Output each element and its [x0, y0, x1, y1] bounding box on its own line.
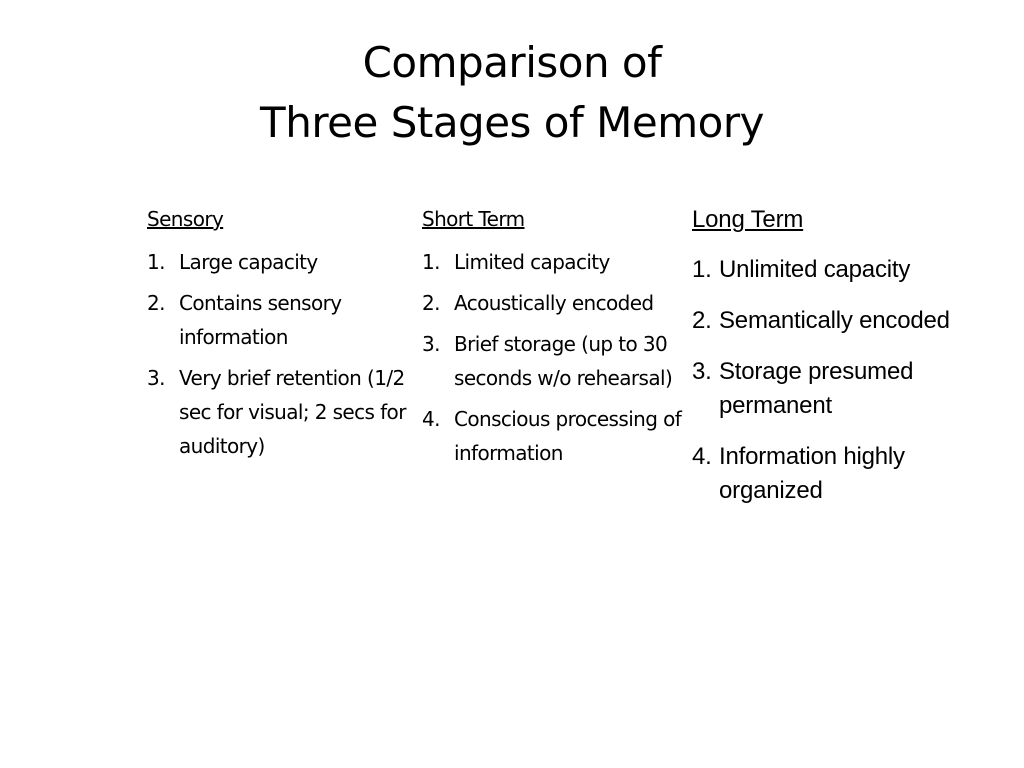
list-item: 1. Unlimited capacity: [692, 253, 992, 287]
list-item: 2. Semantically encoded: [692, 304, 992, 338]
list-number: 3.: [147, 366, 165, 390]
list-text: Very brief retention (1/2 sec for visual…: [179, 366, 406, 458]
list-item: 4. Conscious processing of information: [422, 402, 690, 470]
list-number: 1.: [692, 256, 712, 283]
column-long-term: Long Term 1. Unlimited capacity 2. Seman…: [692, 203, 992, 525]
long-term-list: 1. Unlimited capacity 2. Semantically en…: [692, 253, 992, 508]
list-number: 3.: [692, 358, 712, 385]
list-number: 1.: [147, 250, 165, 274]
list-item: 2. Acoustically encoded: [422, 286, 690, 320]
list-text: Contains sensory information: [179, 291, 342, 349]
column-sensory: Sensory 1. Large capacity 2. Contains se…: [147, 203, 422, 470]
title-line-2: Three Stages of Memory: [260, 98, 764, 147]
list-number: 2.: [422, 291, 440, 315]
list-item: 3. Very brief retention (1/2 sec for vis…: [147, 361, 422, 463]
column-heading-long-term: Long Term: [692, 206, 804, 233]
list-text: Information highly organized: [719, 443, 905, 504]
column-heading-sensory: Sensory: [147, 207, 224, 231]
short-term-list: 1. Limited capacity 2. Acoustically enco…: [422, 245, 690, 470]
list-number: 2.: [147, 291, 165, 315]
list-text: Large capacity: [179, 250, 318, 274]
list-text: Brief storage (up to 30 seconds w/o rehe…: [454, 332, 673, 390]
list-number: 4.: [422, 407, 440, 431]
list-item: 2. Contains sensory information: [147, 286, 422, 354]
list-item: 1. Limited capacity: [422, 245, 690, 279]
list-text: Conscious processing of information: [454, 407, 682, 465]
list-number: 2.: [692, 307, 712, 334]
column-short-term: Short Term 1. Limited capacity 2. Acoust…: [422, 203, 690, 477]
list-item: 3. Storage presumed permanent: [692, 355, 992, 423]
list-number: 3.: [422, 332, 440, 356]
list-text: Acoustically encoded: [454, 291, 654, 315]
list-number: 4.: [692, 443, 712, 470]
list-item: 4. Information highly organized: [692, 440, 992, 508]
list-text: Storage presumed permanent: [719, 358, 914, 419]
sensory-list: 1. Large capacity 2. Contains sensory in…: [147, 245, 422, 463]
list-item: 3. Brief storage (up to 30 seconds w/o r…: [422, 327, 690, 395]
list-text: Unlimited capacity: [719, 256, 911, 283]
title-line-1: Comparison of: [362, 38, 662, 87]
list-item: 1. Large capacity: [147, 245, 422, 279]
slide-title: Comparison of Three Stages of Memory: [0, 33, 1024, 153]
column-heading-short-term: Short Term: [422, 207, 525, 231]
list-number: 1.: [422, 250, 440, 274]
list-text: Limited capacity: [454, 250, 610, 274]
list-text: Semantically encoded: [719, 307, 950, 334]
